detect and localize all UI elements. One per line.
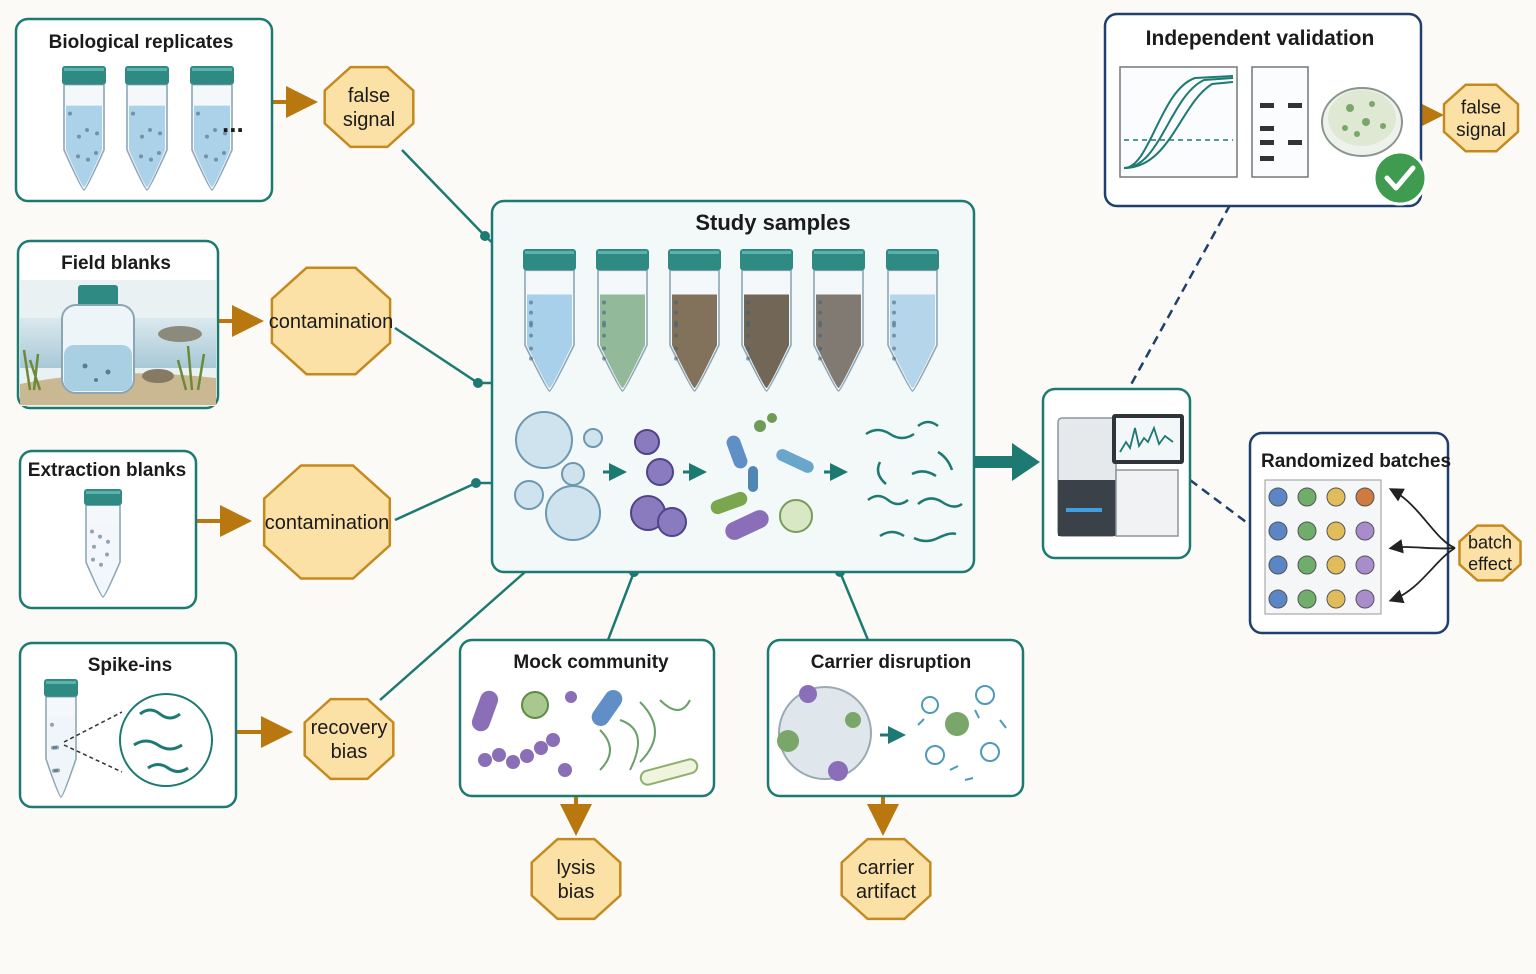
plate-well [1355, 487, 1375, 507]
plate-well [1297, 555, 1317, 575]
dna-fragments-stage-icon [865, 420, 963, 543]
study-samples-title: Study samples [695, 210, 850, 235]
replicate-tube-icon [190, 66, 234, 191]
issue-label-text: recovery [311, 717, 388, 739]
petri-dish-icon [1321, 87, 1403, 157]
validation-link [1126, 204, 1232, 391]
issue-hexagon-extraction-blanks: contamination [262, 464, 392, 580]
plate-well [1268, 555, 1288, 575]
issue-label-text: carrier [858, 857, 915, 879]
amplification-curve-icon [1119, 66, 1238, 178]
plate-well [1326, 487, 1346, 507]
microbe-icon [471, 689, 699, 786]
issue-label-text: false [348, 85, 390, 107]
disrupted-fragments-icon [917, 685, 1007, 781]
sample-tube-icon [523, 249, 576, 392]
plate-well [1355, 555, 1375, 575]
empty-tube-icon [84, 489, 122, 598]
issue-label-text: false [1461, 97, 1501, 118]
issue-label-text: signal [1456, 120, 1506, 141]
study-samples-panel: Study samples [490, 199, 976, 574]
mock-community-title: Mock community [513, 652, 669, 673]
bottle-icon [61, 285, 135, 394]
carrier-disruption-panel: Carrier disruption [766, 638, 1025, 798]
biological-replicates-panel: Biological replicates ... [14, 17, 274, 203]
issue-hexagon-field-blanks: contamination [269, 266, 394, 376]
field-blanks-panel: Field blanks [16, 239, 220, 410]
issue-label-text: effect [1468, 554, 1512, 574]
plate-well [1326, 521, 1346, 541]
gel-icon [1251, 66, 1309, 178]
issue-label-text: bias [558, 881, 595, 903]
cells-stage-icon [514, 411, 603, 541]
issue-label-text: signal [343, 109, 395, 131]
spike-magnifier [119, 693, 213, 787]
issue-arrows [196, 86, 1444, 836]
randomized-batches-panel: Randomized batches [1248, 431, 1456, 635]
mock-community-panel: Mock community [458, 638, 716, 798]
sequencer-icon [1057, 414, 1184, 537]
sample-tube-icon [812, 249, 865, 392]
plate-well [1268, 487, 1288, 507]
sample-tube-icon [740, 249, 793, 392]
sample-tube-icon [886, 249, 939, 392]
extraction-blanks-panel: Extraction blanks [18, 449, 198, 610]
field-blanks-title: Field blanks [61, 253, 171, 274]
replicate-tube-icon [62, 66, 106, 191]
plate-well [1355, 589, 1375, 609]
plate-well [1268, 589, 1288, 609]
carrier-particle-icon [778, 686, 872, 780]
randomized-batches-title: Randomized batches [1261, 451, 1451, 472]
issue-label-text: contamination [265, 512, 390, 534]
shuffle-arrows [1388, 488, 1456, 604]
sample-tube-icon [668, 249, 721, 392]
independent-validation-panel: Independent validation [1103, 12, 1428, 208]
carrier-disruption-title: Carrier disruption [811, 652, 971, 673]
biological-replicates-title: Biological replicates [49, 32, 234, 53]
issue-label-text: bias [331, 741, 368, 763]
issue-label-text: lysis [557, 857, 596, 879]
plate-well [1297, 521, 1317, 541]
spike-ins-title: Spike-ins [88, 655, 172, 676]
plate-well [1326, 589, 1346, 609]
issue-label-text: contamination [269, 311, 394, 333]
plate-well [1297, 487, 1317, 507]
issue-label-text: artifact [856, 881, 916, 903]
spike-tube-icon [44, 679, 78, 798]
microbe-icon [710, 413, 814, 540]
issue-labels: falsesignalcontaminationcontaminationrec… [262, 65, 1522, 921]
independent-validation-title: Independent validation [1146, 27, 1375, 50]
plate-well [1268, 521, 1288, 541]
spike-ins-panel: Spike-ins [18, 641, 238, 809]
more-replicates-ellipsis: ... [222, 108, 244, 138]
sequencer-panel [1041, 387, 1192, 560]
plate-well [1326, 555, 1346, 575]
check-icon [1372, 150, 1428, 206]
issue-label-text: batch [1468, 533, 1512, 553]
to-sequencer-arrow [975, 443, 1040, 481]
dna-fragment-icon [133, 708, 189, 773]
plate-well [1355, 521, 1375, 541]
replicate-tube-icon [125, 66, 169, 191]
batches-link [1189, 479, 1251, 526]
plate-well [1297, 589, 1317, 609]
extraction-blanks-title: Extraction blanks [28, 460, 186, 481]
lysed-cells-stage-icon [630, 429, 687, 537]
sample-tube-icon [596, 249, 649, 392]
well-plate-icon [1264, 479, 1382, 615]
